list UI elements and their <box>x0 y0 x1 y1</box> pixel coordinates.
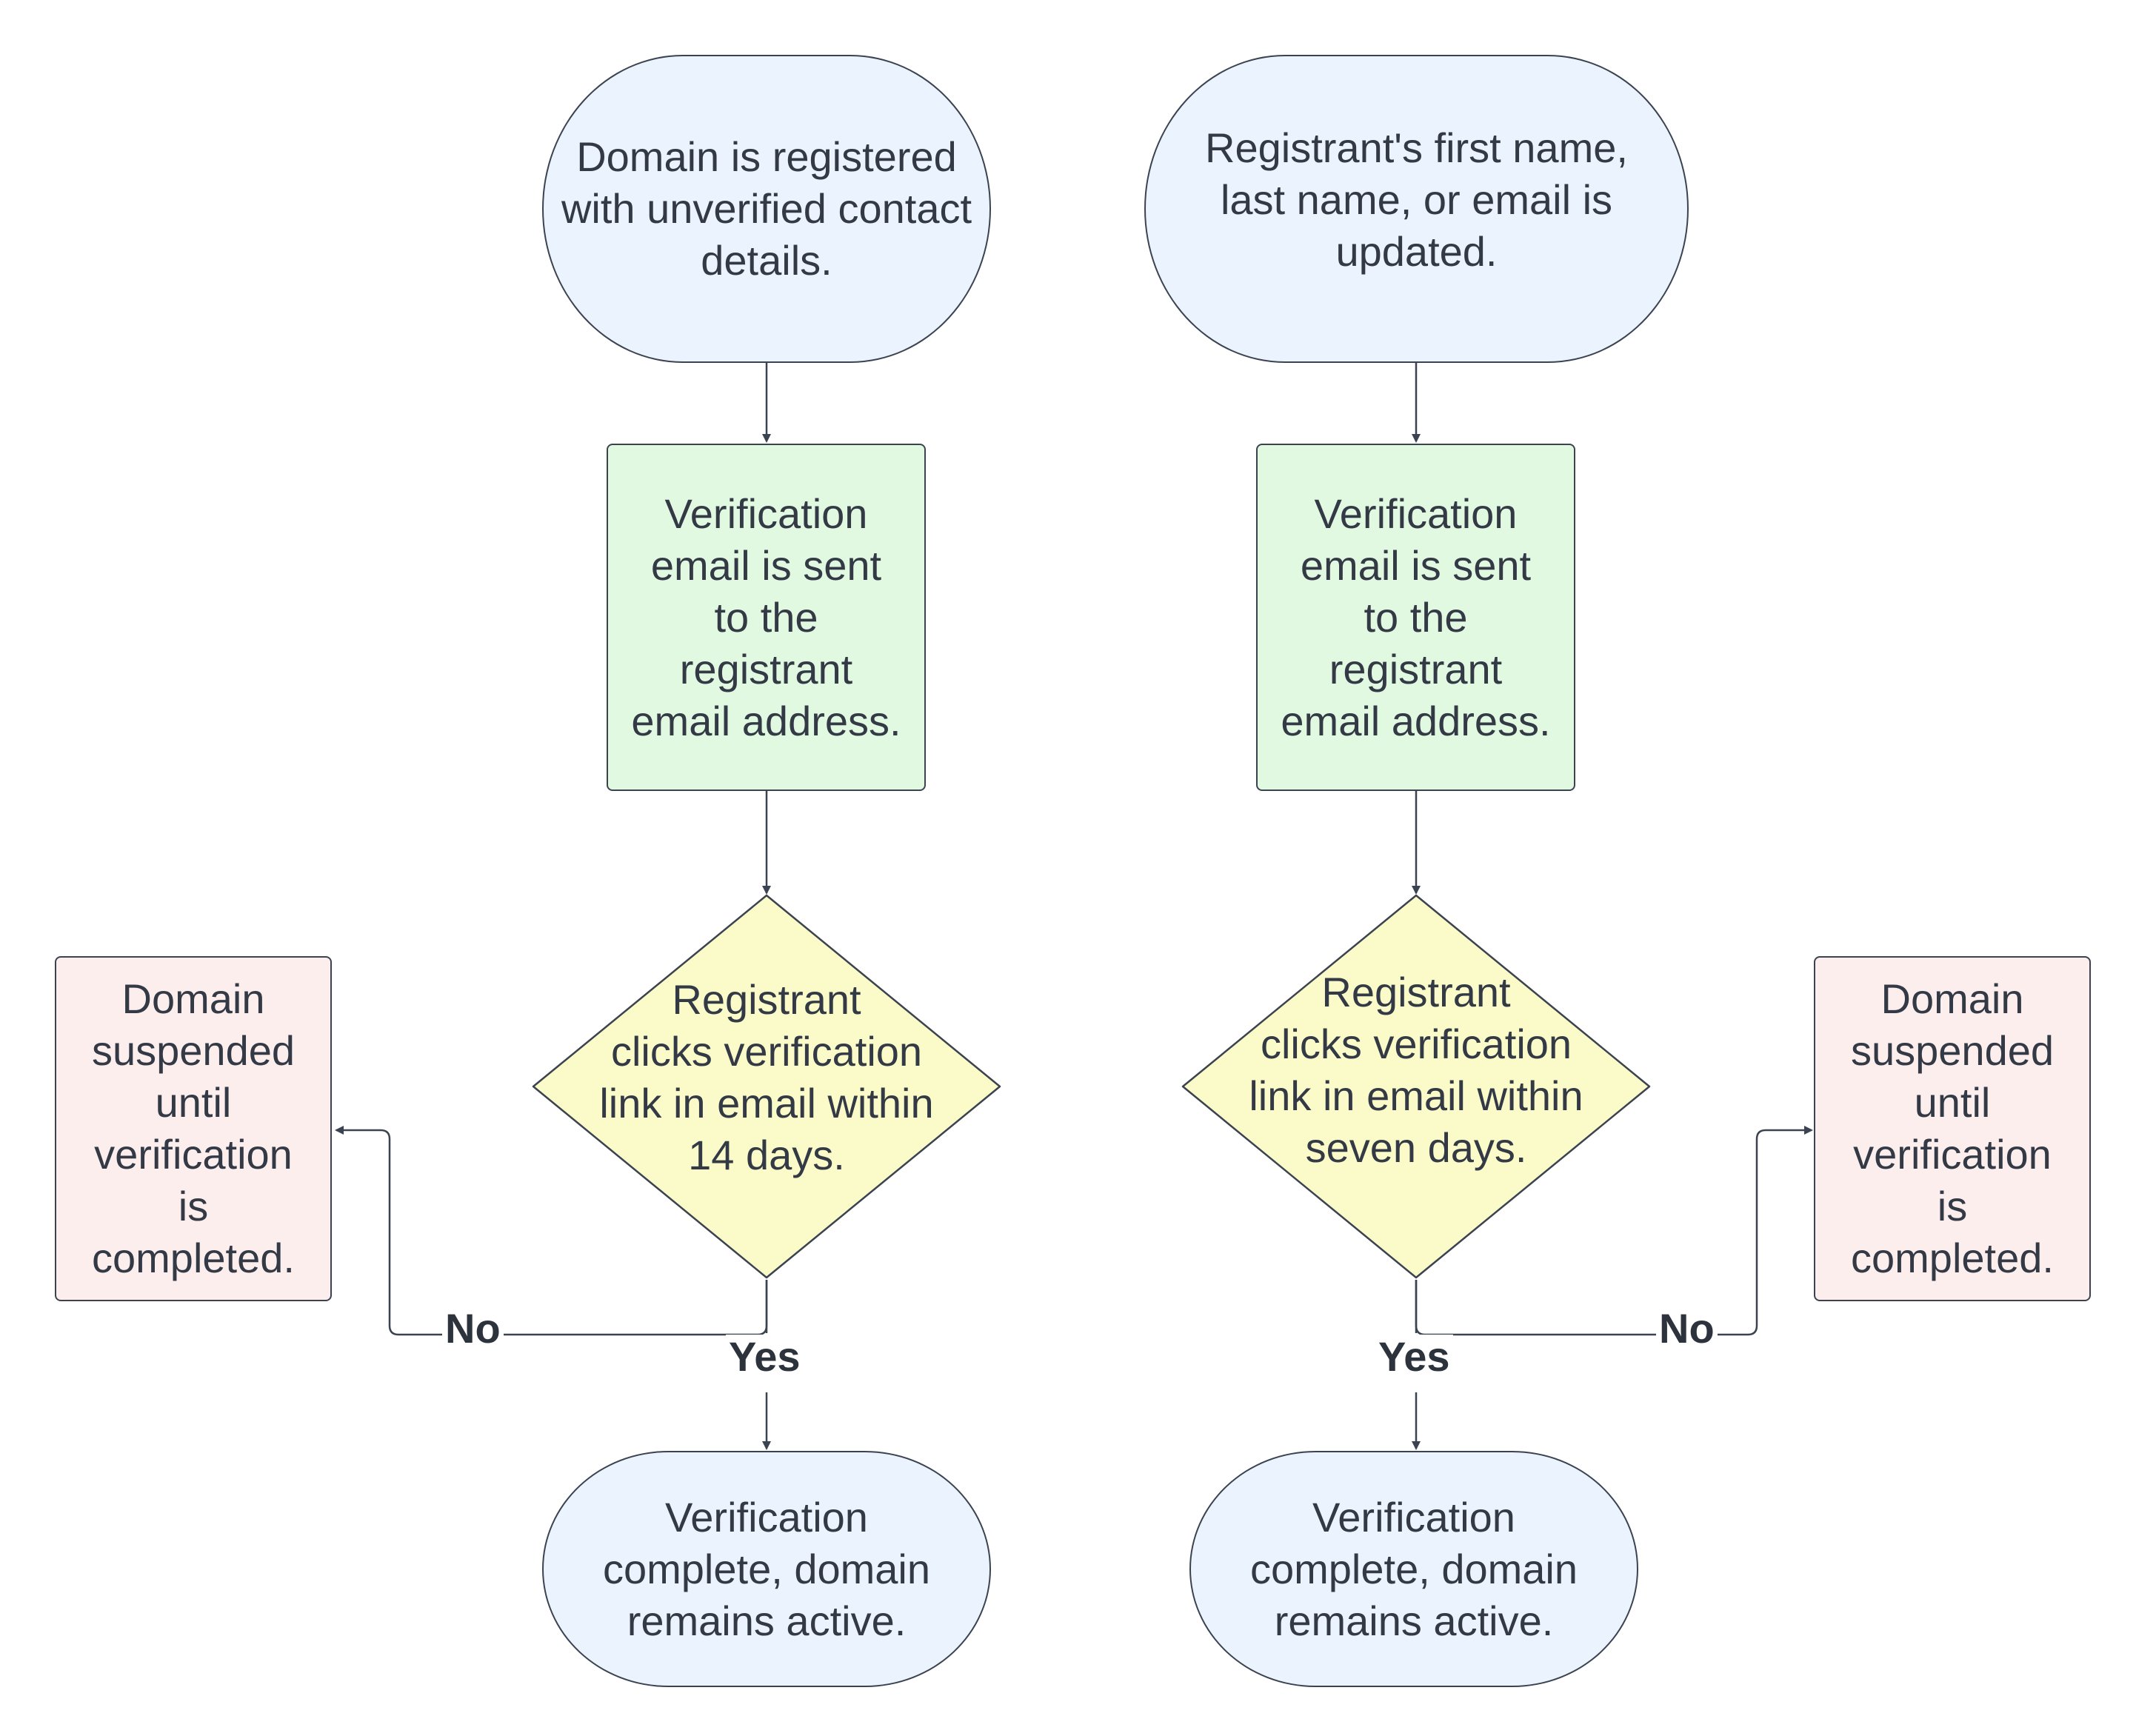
left-complete-text: Verification complete, domain remains ac… <box>602 1493 930 1644</box>
left-email-sent-box: Verification email is sent to the regist… <box>607 444 926 791</box>
right-no-label: No <box>1656 1306 1718 1351</box>
left-complete-terminal: Verification complete, domain remains ac… <box>542 1451 991 1687</box>
right-start-text: Registrant's first name, last name, or e… <box>1205 124 1628 275</box>
right-arrow-decision-no <box>1415 1126 1813 1336</box>
left-decision-shape <box>532 894 1001 1279</box>
right-yes-label: Yes <box>1375 1335 1453 1379</box>
left-decision-diamond: Registrant clicks verification link in e… <box>531 893 1002 1280</box>
right-suspended-box: Domain suspended until verification is c… <box>1814 956 2091 1301</box>
left-yes-label: Yes <box>726 1335 804 1379</box>
right-start-terminal: Registrant's first name, last name, or e… <box>1144 55 1689 363</box>
left-no-label: No <box>442 1306 504 1351</box>
right-email-sent-text: Verification email is sent to the regist… <box>1281 490 1551 744</box>
left-start-text: Domain is registered with unverified con… <box>561 133 972 284</box>
right-complete-terminal: Verification complete, domain remains ac… <box>1189 1451 1638 1687</box>
right-decision-text: Registrant clicks verification link in e… <box>1249 969 1583 1171</box>
left-suspended-text: Domain suspended until verification is c… <box>91 975 295 1281</box>
right-decision-shape <box>1181 894 1651 1279</box>
right-complete-text: Verification complete, domain remains ac… <box>1249 1493 1578 1644</box>
left-arrow-decision-no <box>335 1126 768 1336</box>
left-suspended-box: Domain suspended until verification is c… <box>55 956 332 1301</box>
right-decision-diamond: Registrant clicks verification link in e… <box>1181 893 1652 1280</box>
left-email-sent-text: Verification email is sent to the regist… <box>631 490 901 744</box>
left-start-terminal: Domain is registered with unverified con… <box>542 55 991 363</box>
left-decision-text: Registrant clicks verification link in e… <box>599 976 934 1178</box>
right-email-sent-box: Verification email is sent to the regist… <box>1256 444 1575 791</box>
right-suspended-text: Domain suspended until verification is c… <box>1850 975 2054 1281</box>
